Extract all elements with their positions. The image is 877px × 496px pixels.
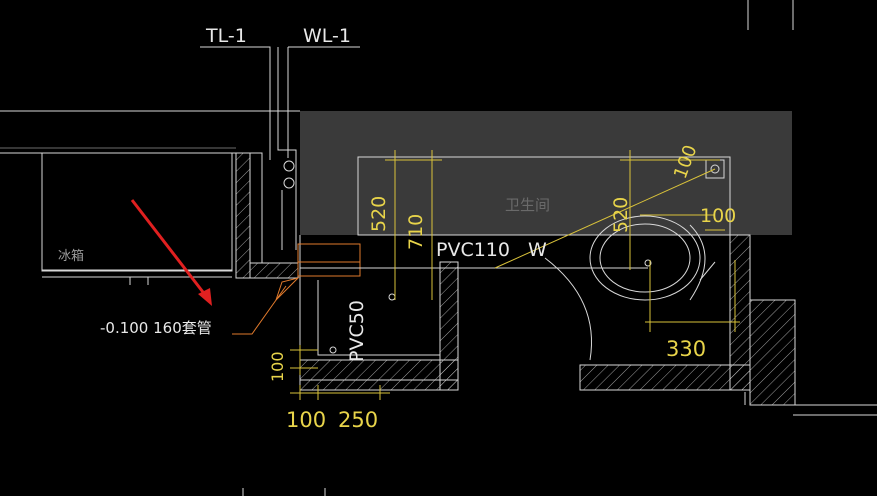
label-w: W	[528, 239, 547, 261]
red-arrow	[130, 199, 212, 306]
riser-wl-circle	[283, 177, 295, 189]
label-tl1: TL-1	[205, 25, 247, 47]
label-pvc50: PVC50	[346, 300, 368, 362]
dimension-lines	[290, 150, 740, 400]
label-sleeve: -0.100 160套管	[100, 319, 212, 337]
label-pvc110: PVC110	[436, 239, 510, 261]
dim-330: 330	[666, 337, 706, 361]
dim-520-left: 520	[368, 196, 390, 232]
dim-520-right: 520	[610, 197, 632, 233]
fridge-label: 冰箱	[58, 248, 84, 264]
riser-tl-circle	[283, 160, 295, 172]
left-wall	[235, 152, 299, 279]
dim-100-bottom: 100	[286, 408, 326, 432]
dim-250: 250	[338, 408, 378, 432]
dim-100-left: 100	[268, 351, 287, 382]
sleeve-pipe	[232, 243, 361, 335]
fridge: 冰箱	[41, 152, 233, 285]
label-wl1: WL-1	[303, 25, 351, 47]
dim-710: 710	[405, 214, 427, 250]
bathroom-label: 卫生间	[505, 196, 550, 214]
wall-slab	[300, 111, 792, 235]
bottom-ticks	[242, 392, 746, 496]
drain-line	[300, 168, 716, 269]
dim-100-right: 100	[700, 205, 736, 227]
risers: TL-1 WL-1	[200, 25, 360, 250]
